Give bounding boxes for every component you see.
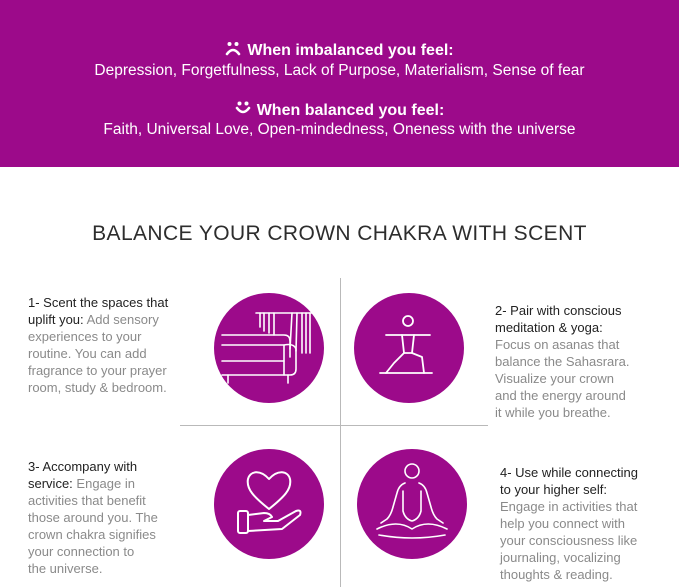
step-4-body-line: thoughts & reading. — [500, 567, 613, 582]
balanced-text: Faith, Universal Love, Open-mindedness, … — [103, 121, 576, 138]
step-3: 3- Accompany with service: Engage in act… — [28, 458, 198, 577]
section-title: BALANCE YOUR CROWN CHAKRA WITH SCENT — [92, 222, 587, 245]
step-1-line-2: uplift you: Add sensory — [28, 311, 198, 328]
sad-face-icon — [225, 40, 241, 62]
step-3-body-line: the universe. — [28, 561, 103, 576]
step-2-body-line: Visualize your crown — [495, 371, 614, 386]
smile-face-icon — [235, 100, 251, 122]
step-4-body-line: help you connect with — [500, 516, 626, 531]
heart-in-hand-icon — [214, 449, 324, 559]
step-1-body-line: routine. You can add — [28, 346, 147, 361]
room-sofa-icon — [214, 293, 324, 403]
step-2-body-line: and the energy around — [495, 388, 626, 403]
step-3-body-start: Engage in — [76, 476, 135, 491]
imbalanced-heading: When imbalanced you feel: — [247, 42, 454, 60]
step-1-body-line: fragrance to your prayer — [28, 363, 167, 378]
step-4: 4- Use while connecting to your higher s… — [500, 464, 676, 583]
imbalanced-text: Depression, Forgetfulness, Lack of Purpo… — [94, 62, 585, 79]
step-2-body-line: balance the Sahasrara. — [495, 354, 630, 369]
step-2-body-line: Focus on asanas that — [495, 337, 620, 352]
step-4-heading-line: 4- Use while connecting — [500, 465, 639, 480]
horizontal-divider — [180, 425, 488, 426]
step-1: 1- Scent the spaces that uplift you: Add… — [28, 294, 198, 396]
step-3-body-line: activities that benefit — [28, 493, 146, 508]
step-3-heading-end: service: — [28, 476, 73, 491]
step-3-line-2: service: Engage in — [28, 475, 198, 492]
step-3-body-line: your connection to — [28, 544, 135, 559]
feelings-banner: When imbalanced you feel: Depression, Fo… — [0, 0, 679, 167]
step-4-body-line: Engage in activities that — [500, 499, 638, 514]
step-2-heading-line: 2- Pair with conscious — [495, 303, 622, 318]
balanced-heading-row: When balanced you feel: — [0, 100, 679, 122]
step-3-body-line: those around you. The — [28, 510, 158, 525]
meditation-icon — [357, 449, 467, 559]
step-2-heading-line: meditation & yoga: — [495, 320, 603, 335]
vertical-divider — [340, 278, 341, 587]
imbalanced-heading-row: When imbalanced you feel: — [0, 40, 679, 62]
step-4-heading-line: to your higher self: — [500, 482, 607, 497]
step-1-body-line: experiences to your — [28, 329, 142, 344]
step-3-heading-line: 3- Accompany with — [28, 459, 138, 474]
step-4-body-line: your consciousness like — [500, 533, 638, 548]
step-1-body-start: Add sensory — [86, 312, 159, 327]
step-1-heading-line: 1- Scent the spaces that — [28, 295, 169, 310]
step-1-heading-end: uplift you: — [28, 312, 84, 327]
step-1-body-line: room, study & bedroom. — [28, 380, 167, 395]
step-4-body-line: journaling, vocalizing — [500, 550, 621, 565]
step-2-body-line: it while you breathe. — [495, 405, 611, 420]
yoga-pose-icon — [354, 293, 464, 403]
balanced-heading: When balanced you feel: — [256, 102, 445, 120]
step-2: 2- Pair with conscious meditation & yoga… — [495, 302, 675, 421]
step-3-body-line: crown chakra signifies — [28, 527, 156, 542]
